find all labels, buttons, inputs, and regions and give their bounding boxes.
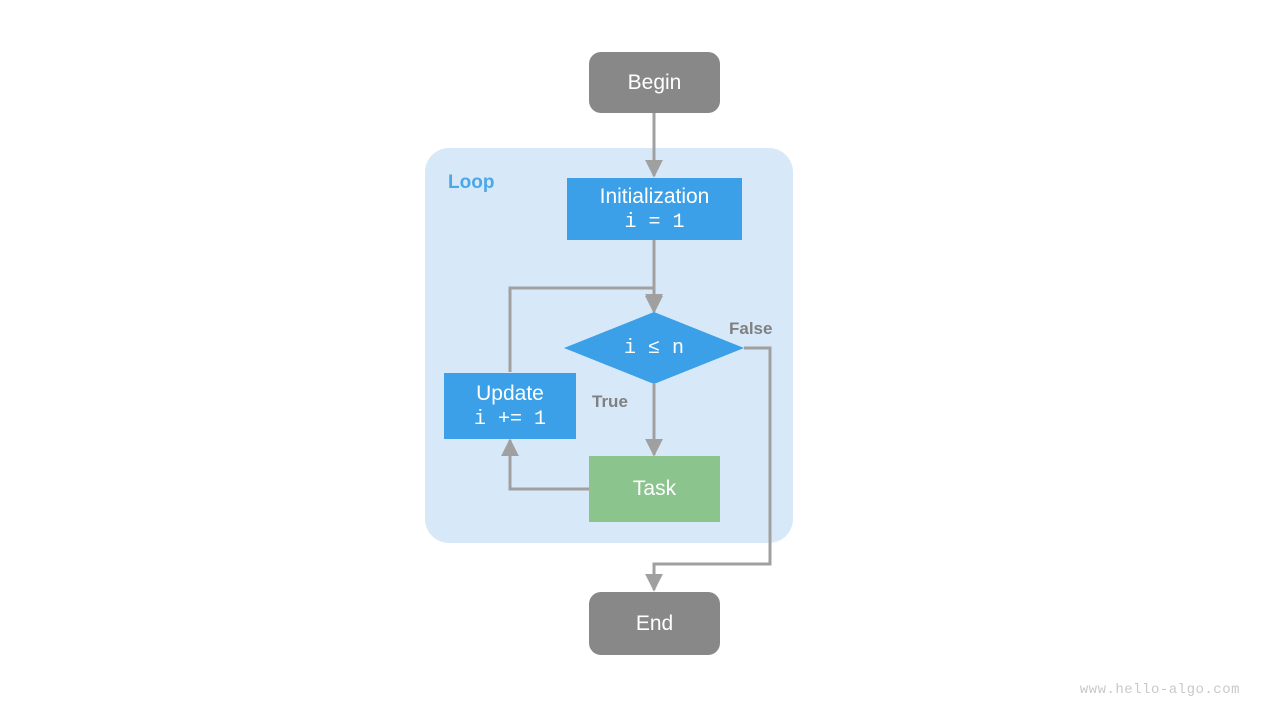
node-begin[interactable] xyxy=(589,52,720,113)
edge-label-true: True xyxy=(592,392,628,411)
watermark: www.hello-algo.com xyxy=(1079,682,1240,698)
node-update[interactable] xyxy=(444,373,576,439)
edge-cond-to-end-false xyxy=(645,346,772,592)
node-end[interactable] xyxy=(589,592,720,655)
node-task[interactable] xyxy=(589,456,720,522)
edge-update-to-cond xyxy=(508,286,663,372)
edge-label-false: False xyxy=(729,319,773,338)
node-condition[interactable] xyxy=(564,312,744,384)
loop-group-label: Loop xyxy=(448,172,495,193)
edge-task-to-update xyxy=(501,438,589,491)
node-initialization[interactable] xyxy=(567,178,742,240)
